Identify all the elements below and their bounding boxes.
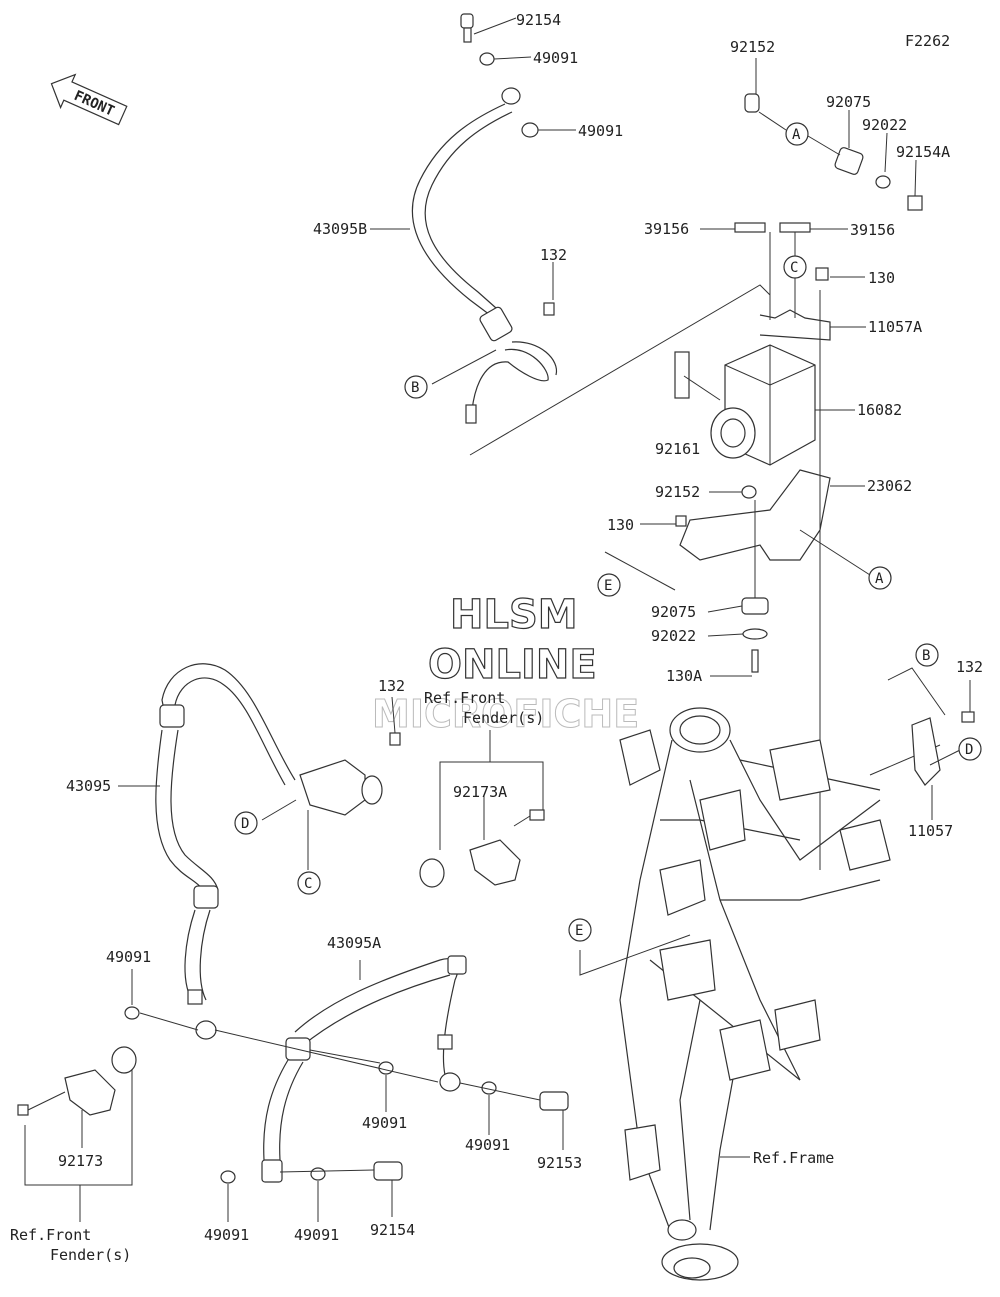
part-labels: 92154 49091 49091 43095B 132 92152 92075… [58,11,983,1244]
reference-labels: Ref.Front Fender(s) Ref.Front Fender(s) … [10,689,834,1264]
svg-text:B: B [922,648,930,664]
label-92022-top: 92022 [862,116,907,134]
label-49091-mid1: 49091 [362,1114,407,1132]
frame-assembly [579,707,941,1281]
callout-E2: E [568,918,592,942]
callout-B1: B [404,375,428,399]
callouts: A C B E A B D D C E [234,122,982,942]
label-49091-top1: 49091 [533,49,578,67]
ref-front-fender-top-line2: Fender(s) [463,709,544,727]
ref-front-fender-bot-line1: Ref.Front [10,1226,91,1244]
svg-text:A: A [875,571,884,587]
abs-unit-16082 [604,58,923,870]
label-43095B: 43095B [313,220,367,238]
hose-43095-assembly [118,663,401,1040]
callout-E1: E [597,573,621,597]
label-92154A: 92154A [896,143,950,161]
label-132-mid: 132 [378,677,405,695]
label-92154-top: 92154 [516,11,561,29]
lower-fittings [124,969,569,1222]
label-43095A: 43095A [327,934,381,952]
bracket-11057 [887,667,975,820]
label-130A: 130A [666,667,702,685]
label-39156-right: 39156 [850,221,895,239]
svg-text:E: E [604,578,612,594]
label-92152-top: 92152 [730,38,775,56]
label-11057A: 11057A [868,318,922,336]
label-23062: 23062 [867,477,912,495]
svg-text:D: D [965,742,973,758]
ref-front-fender-top-line1: Ref.Front [424,689,505,707]
callout-A2: A [868,566,892,590]
label-92153: 92153 [537,1154,582,1172]
hose-43095A-assembly [261,955,467,1183]
front-arrow-icon: FRONT [50,73,128,126]
callout-C2: C [297,871,321,895]
svg-text:D: D [241,816,249,832]
label-49091-left: 49091 [106,948,151,966]
label-92173A: 92173A [453,783,507,801]
watermark-line1: HLSM [450,592,578,638]
svg-text:A: A [792,127,801,143]
watermark-line3: MICROFICHE [372,692,639,736]
label-39156-left: 39156 [644,220,689,238]
callout-D1: D [234,811,258,835]
label-92022-mid: 92022 [651,627,696,645]
clamp-92173 [17,1046,137,1222]
svg-text:E: E [575,923,583,939]
watermark: HLSM ONLINE MICROFICHE [372,591,640,736]
figure-code: F2262 [905,32,950,50]
label-49091-bot2: 49091 [294,1226,339,1244]
ref-front-fender-bot-line2: Fender(s) [50,1246,131,1264]
label-16082: 16082 [857,401,902,419]
callout-A1: A [785,122,809,146]
label-130-mid: 130 [607,516,634,534]
label-130-top: 130 [868,269,895,287]
label-43095: 43095 [66,777,111,795]
label-92152-mid: 92152 [655,483,700,501]
label-49091-top2: 49091 [578,122,623,140]
label-92075-top: 92075 [826,93,871,111]
label-11057: 11057 [908,822,953,840]
callout-B2: B [915,643,939,667]
label-132-right: 132 [956,658,983,676]
callout-C1: C [783,255,807,279]
ref-frame: Ref.Frame [753,1149,834,1167]
label-49091-bot1: 49091 [204,1226,249,1244]
svg-text:C: C [790,260,798,276]
label-92075-mid: 92075 [651,603,696,621]
svg-text:B: B [411,380,419,396]
label-92154-bot: 92154 [370,1221,415,1239]
label-49091-mid2: 49091 [465,1136,510,1154]
hose-43095B-assembly [370,13,771,456]
watermark-line2: ONLINE [428,642,597,688]
clamp-92173A [419,730,545,888]
svg-text:C: C [304,876,312,892]
callout-D2: D [958,737,982,761]
label-132-top: 132 [540,246,567,264]
label-92173: 92173 [58,1152,103,1170]
label-92161: 92161 [655,440,700,458]
